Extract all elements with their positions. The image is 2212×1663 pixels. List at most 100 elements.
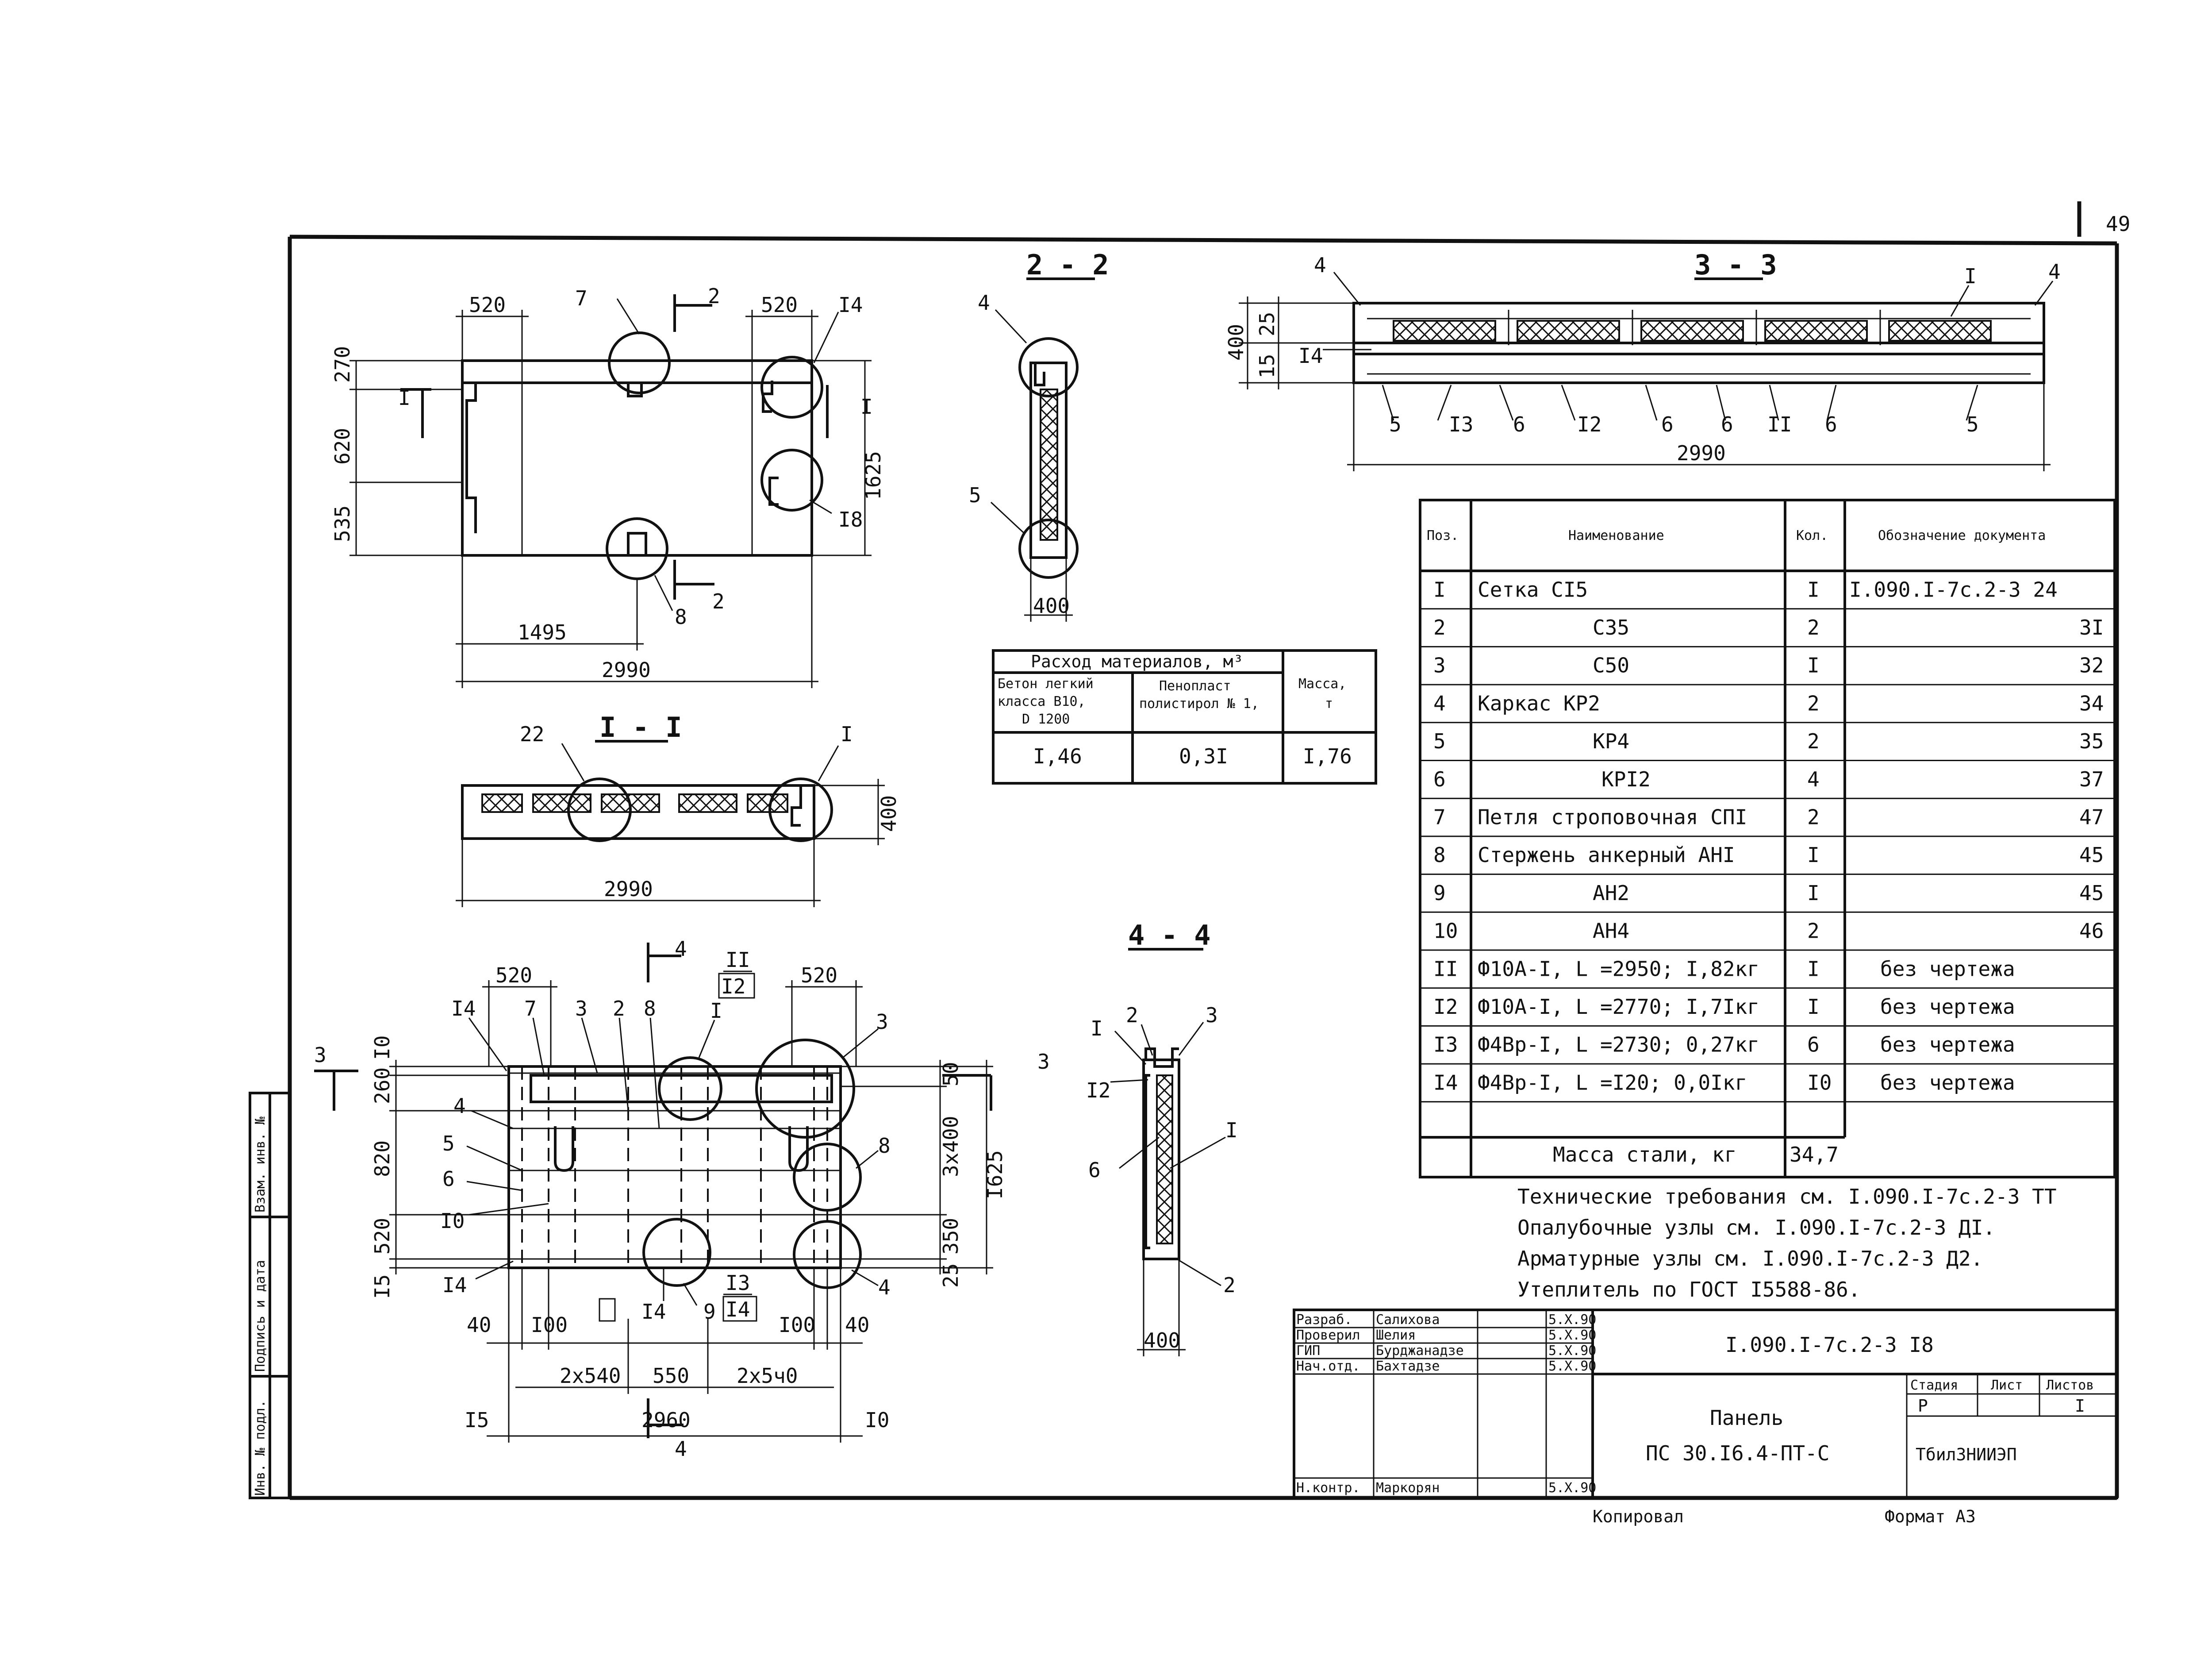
tb-org: ТбилЗНИИЭП [1916,1445,2017,1464]
plan-dim-2990: 2990 [602,658,651,682]
s33-title: 3 - 3 [1694,249,1777,281]
s33-bc-0: 5 [1389,412,1402,436]
plan-dim-top-right: 520 [761,293,798,317]
spec-cell-name: Петля строповочная CПI [1478,805,1747,829]
s33-bottom-callouts: 5 I3 6 I2 6 6 II 6 5 [1382,385,1979,436]
s33-bc-3: I2 [1577,412,1601,436]
rp-bd-550: 550 [653,1364,689,1388]
tb-name: Маркорян [1376,1480,1440,1496]
s11-callout-I: I [841,722,853,746]
s33-bc-6: II [1767,412,1792,436]
mat-col1-line3: D 1200 [1022,712,1070,727]
spec-cell-qty: 2 [1807,691,1820,715]
spec-cell-name: Ф10A-I, L =2770; I,7Iкг [1478,995,1759,1019]
spec-cell-doc: 3I [2079,616,2104,639]
s33-bc-2: 6 [1513,412,1525,436]
plan-view: 520 520 270 620 535 1625 1495 2990 2 2 I… [330,284,885,688]
rp-rd-3x400: 3x400 [939,1116,963,1177]
rp-lc-4: 4 [453,1094,466,1118]
rp-tc-3-right: 3 [876,1010,888,1034]
rp-section-4-bottom: 4 [675,1437,687,1461]
tb-role: Проверил [1296,1328,1360,1343]
rp-tc-I: I [710,999,722,1023]
spec-cell-doc: 46 [2079,919,2104,943]
spec-cell-qty: I0 [1807,1070,1832,1094]
spec-cell-doc: 32 [2079,654,2104,678]
spec-cell-pos: 4 [1433,691,1446,715]
plan-dim-620: 620 [330,428,354,465]
plan-callout-circle-7 [608,331,671,394]
spec-cell-pos: 7 [1433,805,1446,829]
mat-col1-line2: класса B10, [998,694,1086,709]
section-4-4: 4 - 4 I 2 3 I2 6 I 2 400 [1086,919,1238,1356]
spec-cell-pos: 3 [1433,654,1446,678]
tb-stage: P [1918,1396,1928,1416]
spec-cell-doc: без чертежа [1880,995,2015,1019]
plan-callout-I4: I4 [838,293,863,317]
spec-cell-pos: I4 [1433,1070,1458,1094]
spec-cell-name: Ф4Bp-I, L =2730; 0,27кг [1478,1033,1759,1057]
rp-bd-I00-right: I00 [779,1313,815,1337]
strip-sign: Подпись и дата [253,1260,268,1372]
strip-inv: Инв. № подл. [253,1400,268,1496]
spec-hdr-qty: Кол. [1796,528,1828,543]
rp-rd-25: 25 [939,1263,963,1288]
s33-dim-15: 15 [1255,354,1279,378]
mat-title: Расход материалов, м³ [1031,652,1243,671]
spec-cell-qty: 2 [1807,919,1820,943]
tb-stage-hdr: Стадия [1910,1378,1958,1393]
spec-table: Поз. Наименование Кол. Обозначение докум… [1419,499,2116,1178]
s44-title: 4 - 4 [1128,919,1211,951]
spec-hdr-doc: Обозначение документа [1878,528,2046,543]
spec-cell-doc: 47 [2079,805,2104,829]
spec-cell-pos: 6 [1433,767,1446,791]
spec-cell-pos: 5 [1433,729,1446,753]
spec-cell-doc: без чертежа [1880,1070,2015,1094]
spec-cell-doc: 35 [2079,729,2104,753]
tb-sheets: I [2075,1396,2085,1416]
rp-section-4-top: 4 [675,937,687,961]
s33-dim-2990: 2990 [1677,441,1726,465]
mat-col3-line1: Масса, [1298,676,1346,692]
plan-dim-270: 270 [330,346,354,383]
s22-callout-4: 4 [978,291,990,315]
spec-cell-doc: 37 [2079,767,2104,791]
spec-cell-qty: 4 [1807,767,1820,791]
spec-cell-pos: 10 [1433,919,1458,943]
plan-callout-7: 7 [575,286,588,310]
tb-role: Разраб. [1296,1312,1352,1328]
spec-cell-qty: 2 [1807,729,1820,753]
rp-rc-4: 4 [878,1275,891,1299]
rp-bc-I3: I3 [726,1271,750,1295]
s44-callout-I-top: I [1091,1016,1103,1040]
rp-tc-8: 8 [644,997,656,1020]
rp-bc-I4-b: I4 [726,1297,750,1321]
s22-callout-5: 5 [969,483,981,507]
rp-bc-I4: I4 [641,1300,666,1324]
s44-callout-I2: I2 [1086,1078,1110,1102]
rp-tc-I4: I4 [451,997,476,1020]
mat-col3-line2: т [1325,696,1333,712]
spec-cell-name: Каркас KP2 [1478,691,1600,715]
rp-ld-520: 520 [370,1218,394,1255]
s44-callout-2-bottom: 2 [1223,1273,1236,1297]
mat-value-concrete: I,46 [1033,744,1082,768]
s44-callout-2-top: 2 [1126,1003,1138,1027]
s33-callout-4-right: 4 [2048,260,2061,284]
rp-bc-9: 9 [703,1300,716,1324]
s33-callout-I4: I4 [1298,344,1323,368]
plan-section-2-bottom: 2 [712,589,725,613]
rp-ld-260: 260 [370,1067,394,1104]
s33-callout-4-left: 4 [1314,253,1326,277]
spec-cell-qty: I [1807,881,1820,905]
plan-callout-circle-I4 [760,356,823,419]
spec-cell-name: Сетка CI5 [1478,577,1588,601]
spec-cell-qty: I [1807,654,1820,678]
spec-cell-pos: I [1433,577,1446,601]
rp-tc-2: 2 [613,997,625,1020]
spec-cell-name: C35 [1593,616,1629,639]
spec-hdr-name: Наименование [1568,528,1664,543]
